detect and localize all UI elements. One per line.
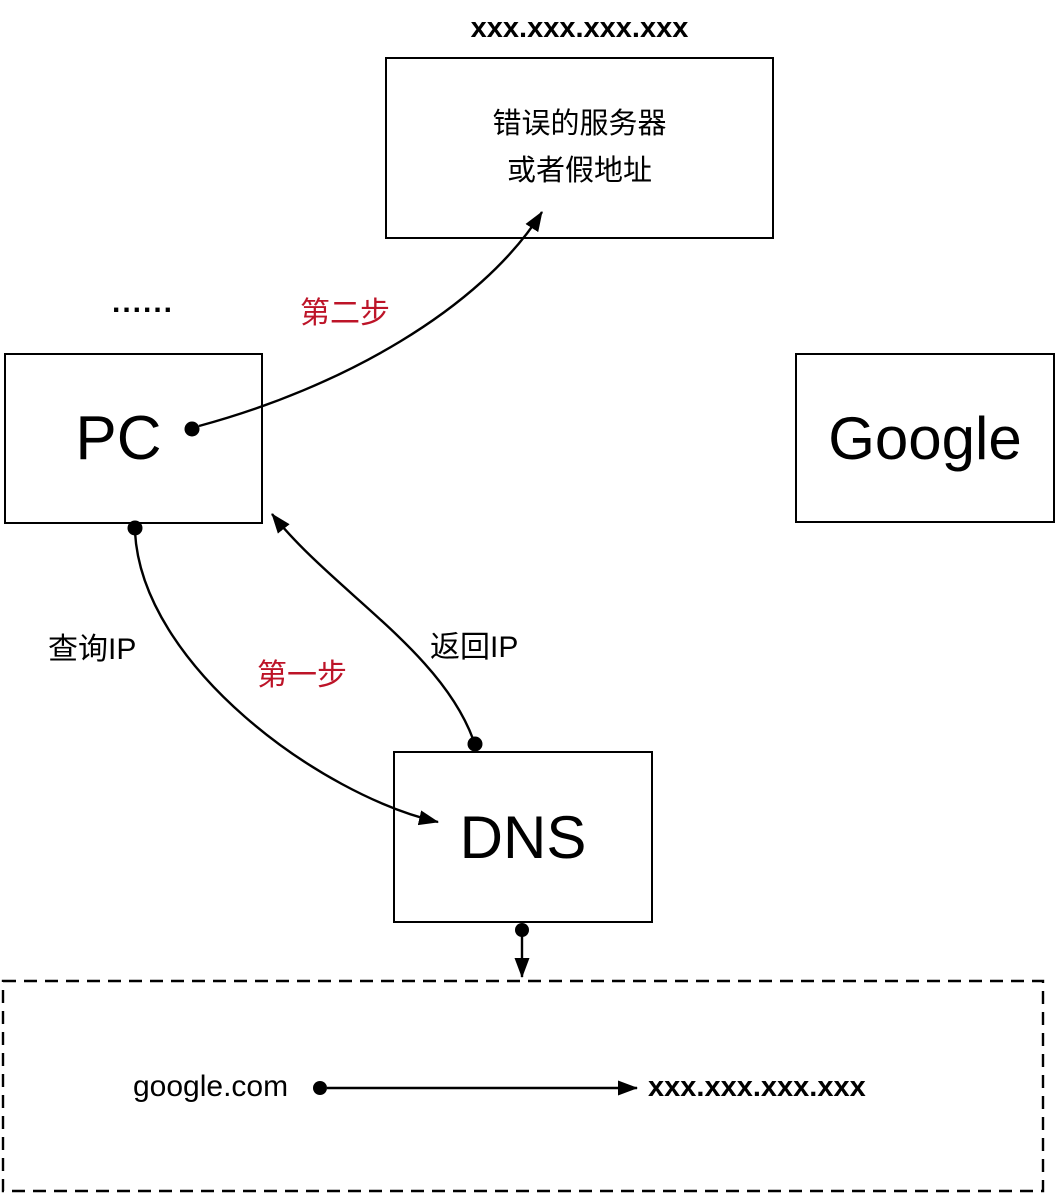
pc-label: PC (75, 404, 162, 473)
wrong-server-label-line1: 错误的服务器 (492, 108, 667, 140)
pc-box: PC (4, 353, 263, 524)
return-ip-label: 返回IP (430, 631, 519, 664)
dns-bottom-connection-dot (515, 923, 529, 937)
dns-label: DNS (459, 803, 587, 871)
dns-top-connection-dot (467, 736, 483, 752)
wrong-server-label: 错误的服务器 或者假地址 (492, 101, 666, 195)
mapped-ip-label: xxx.xxx.xxx.xxx (648, 1071, 866, 1103)
ellipsis-label: ...... (112, 286, 175, 319)
wrong-server-ip-label: xxx.xxx.xxx.xxx (470, 12, 689, 44)
step1-label: 第一步 (257, 659, 347, 692)
query-ip-label: 查询IP (48, 633, 137, 666)
wrong-server-label-line2: 或者假地址 (506, 155, 652, 187)
domain-connection-dot (313, 1081, 327, 1095)
wrong-server-box: 错误的服务器 或者假地址 (385, 57, 774, 239)
google-label: Google (828, 404, 1022, 472)
domain-label: google.com (133, 1070, 289, 1103)
step2-label: 第二步 (300, 297, 390, 330)
dns-box: DNS (393, 751, 653, 923)
google-box: Google (795, 353, 1055, 523)
